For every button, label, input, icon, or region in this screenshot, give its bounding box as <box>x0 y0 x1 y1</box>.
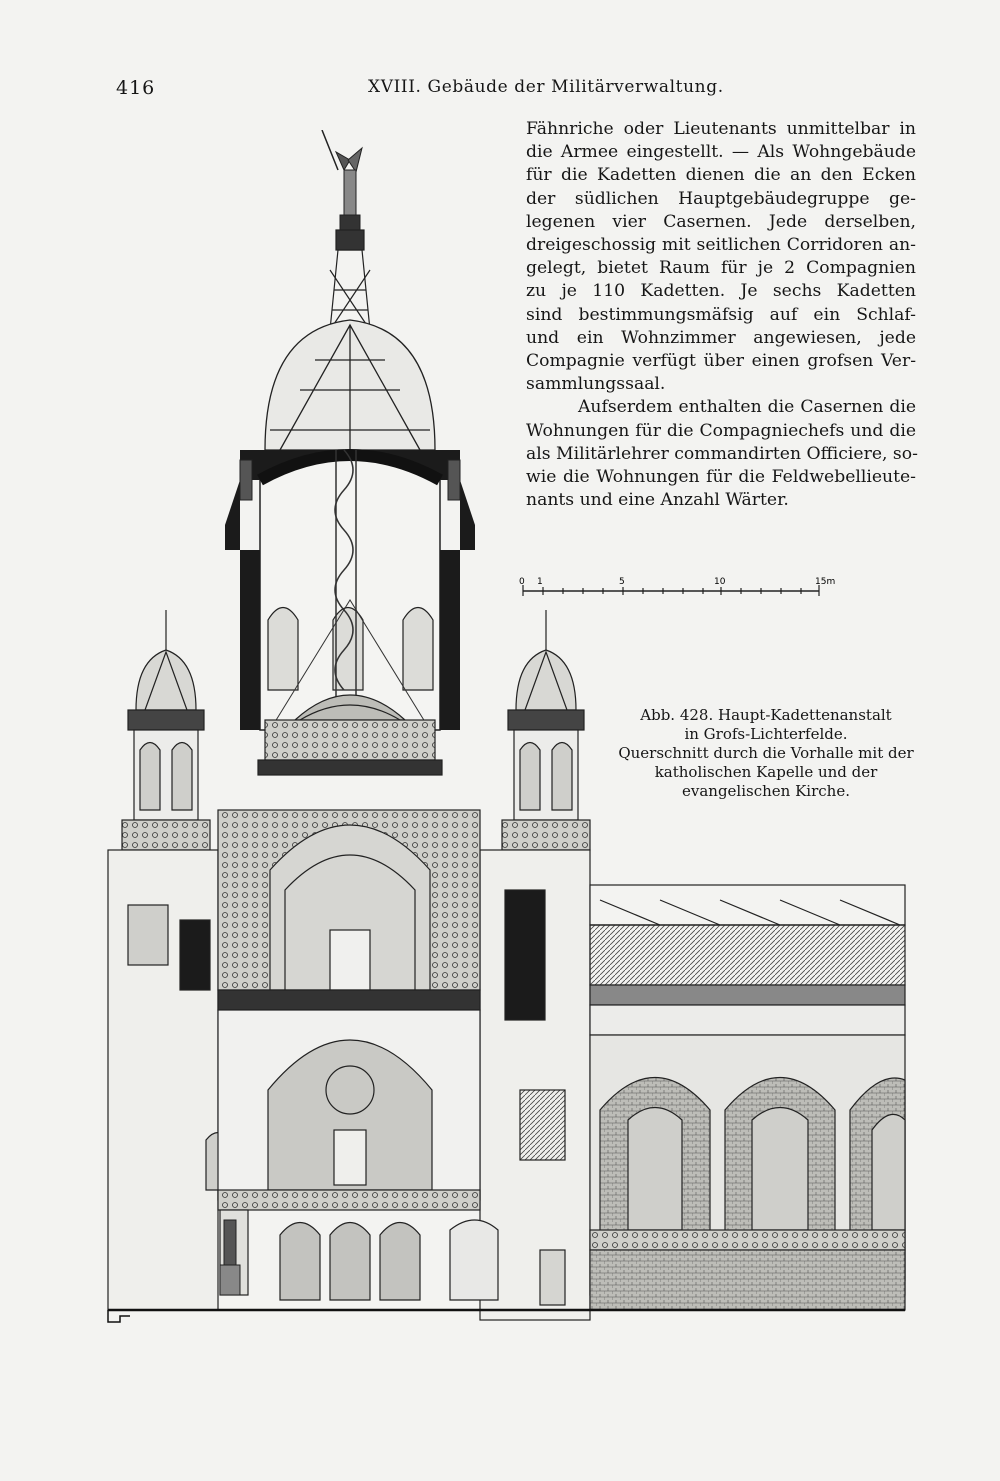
text-line: Aufserdem enthalten die Casernen die <box>578 397 916 418</box>
soldier-statue <box>219 1219 241 1296</box>
text-line: als Militärlehrer commandirten Officiere… <box>526 443 918 464</box>
figure-caption: Abb. 428. Haupt-Kadettenanstalt in Grofs… <box>606 706 926 801</box>
text-line: die Armee eingestellt. — Als Wohngebäude <box>526 142 916 163</box>
left-tower <box>121 610 211 851</box>
text-line: legenen vier Casernen. Jede derselben, <box>526 211 916 232</box>
scale-label: 10 <box>714 577 726 587</box>
ground-line <box>107 1308 905 1323</box>
text-line: sammlungssaal. <box>526 374 666 395</box>
spiral-stair <box>334 449 357 730</box>
text-line: gelegt, bietet Raum für je 2 Compagnien <box>526 258 916 279</box>
text-line: sind bestimmungsmäfsig auf ein Schlaf- <box>526 304 916 325</box>
caption-line: evangelischen Kirche. <box>682 782 850 800</box>
text-line: wie die Wohnungen für die Feldwebellieut… <box>526 467 916 488</box>
page-number: 416 <box>116 77 156 99</box>
scale-label: 15m <box>815 577 835 587</box>
body-text: Fähnriche oder Lieutenants unmittelbar i… <box>526 118 918 512</box>
paragraph-2: Aufserdem enthalten die Casernen die Woh… <box>526 396 918 512</box>
lantern <box>329 229 371 331</box>
right-tower <box>501 610 591 851</box>
lower-church <box>217 1009 499 1301</box>
paragraph-1: Fähnriche oder Lieutenants unmittelbar i… <box>526 118 916 396</box>
angel-statue <box>321 130 363 231</box>
scale-label: 0 <box>519 577 525 587</box>
text-line: Fähnriche oder Lieutenants unmittelbar i… <box>526 119 916 139</box>
caption-line: in Grofs-Lichterfelde. <box>684 725 848 743</box>
drum-statues <box>239 459 461 501</box>
text-line: für die Kadetten dienen die an den Ecken <box>526 165 916 186</box>
inner-dome <box>257 694 443 776</box>
text-line: dreigeschossig mit seitlichen Corridoren… <box>526 235 916 256</box>
scale-label: 1 <box>537 577 543 587</box>
text-line: und ein Wohnzimmer angewiesen, jede <box>526 327 916 348</box>
text-line: zu je 110 Kadetten. Je sechs Kadetten <box>526 281 916 302</box>
scale-bar: 0 1 5 10 15m <box>519 577 835 596</box>
main-dome <box>264 319 436 451</box>
text-line: der südlichen Hauptgebäudegruppe ge- <box>526 188 916 209</box>
running-head: XVIII. Gebäude der Militärverwaltung. <box>368 77 724 97</box>
text-line: Compagnie verfügt über einen grofsen Ver… <box>526 351 916 372</box>
caption-line: Abb. 428. Haupt-Kadettenanstalt <box>640 706 892 724</box>
right-wing <box>589 884 906 1311</box>
caption-line: Querschnitt durch die Vorhalle mit der <box>618 744 914 762</box>
scale-label: 5 <box>619 577 625 587</box>
text-line: Wohnungen für die Compagniechefs und die <box>526 420 916 441</box>
cross-section-drawing <box>107 130 906 1323</box>
chapel-interior <box>217 809 481 1011</box>
caption-line: katholischen Kapelle und der <box>654 763 878 781</box>
dome-drum <box>225 449 475 731</box>
main-body <box>107 849 591 1321</box>
text-line: nants und eine Anzahl Wärter. <box>526 490 789 511</box>
